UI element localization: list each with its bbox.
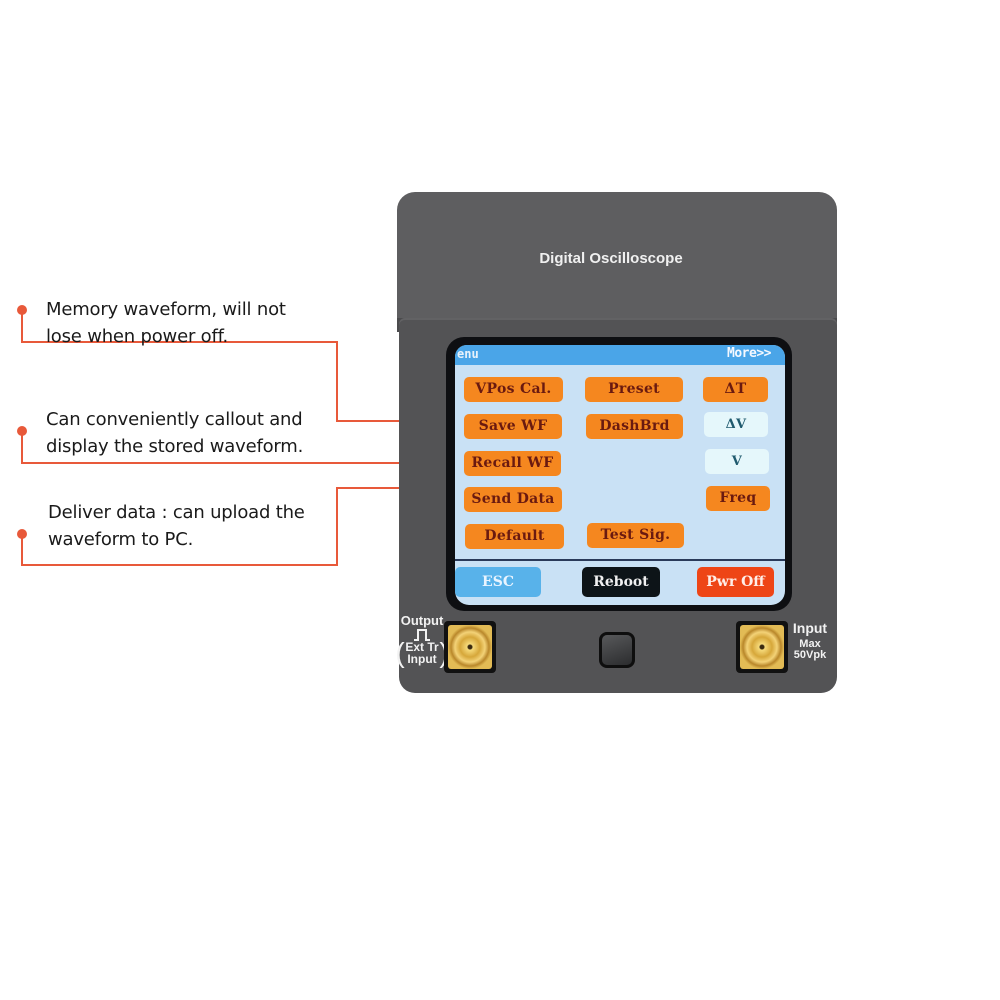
callout-line bbox=[21, 534, 23, 565]
callout-line bbox=[21, 431, 23, 464]
delta-v-button[interactable]: ΔV bbox=[704, 412, 768, 437]
square-pulse-icon bbox=[414, 628, 430, 641]
touch-screen: enu More>> VPos Cal. Preset ΔT Save WF D… bbox=[455, 345, 785, 605]
output-port-label: Output Ext Tr Input bbox=[395, 614, 449, 668]
sma-connector-icon bbox=[740, 625, 784, 669]
callout-text: Can conveniently callout and display the… bbox=[46, 409, 304, 457]
callout-line bbox=[21, 564, 338, 566]
callout-line bbox=[21, 341, 338, 343]
ext-trigger-label: Ext Tr Input bbox=[395, 639, 449, 667]
callout-line bbox=[21, 462, 466, 464]
esc-button[interactable]: ESC bbox=[455, 567, 541, 597]
callout-text: Deliver data : can upload the waveform t… bbox=[48, 502, 305, 550]
more-button[interactable]: More>> bbox=[727, 346, 771, 361]
screen-divider bbox=[455, 559, 785, 561]
callout-line bbox=[21, 310, 23, 343]
callout-line bbox=[336, 341, 338, 422]
send-data-button[interactable]: Send Data bbox=[464, 487, 562, 512]
callout-text: Memory waveform, will not lose when powe… bbox=[46, 299, 286, 347]
menu-label: enu bbox=[457, 347, 479, 361]
sma-connector-icon bbox=[448, 625, 492, 669]
dashbrd-button[interactable]: DashBrd bbox=[586, 414, 683, 439]
screen-header: enu More>> bbox=[455, 345, 785, 365]
save-wf-button[interactable]: Save WF bbox=[464, 414, 562, 439]
preset-button[interactable]: Preset bbox=[585, 377, 683, 402]
output-sma-connector[interactable] bbox=[444, 621, 496, 673]
vpos-cal-button[interactable]: VPos Cal. bbox=[464, 377, 563, 402]
input-sma-connector[interactable] bbox=[736, 621, 788, 673]
input-port-label: Input Max 50Vpk bbox=[792, 620, 828, 662]
default-button[interactable]: Default bbox=[465, 524, 564, 549]
freq-button[interactable]: Freq bbox=[706, 486, 770, 511]
test-sig-button[interactable]: Test Sig. bbox=[587, 523, 684, 548]
recall-wf-button[interactable]: Recall WF bbox=[464, 451, 561, 476]
home-button[interactable] bbox=[599, 632, 635, 668]
reboot-button[interactable]: Reboot bbox=[582, 567, 660, 597]
device-title: Digital Oscilloscope bbox=[539, 250, 683, 267]
v-button[interactable]: V bbox=[705, 449, 769, 474]
callout-line bbox=[336, 487, 338, 566]
power-off-button[interactable]: Pwr Off bbox=[697, 567, 774, 597]
device-top-panel: Digital Oscilloscope bbox=[397, 192, 837, 332]
delta-t-button[interactable]: ΔT bbox=[703, 377, 768, 402]
